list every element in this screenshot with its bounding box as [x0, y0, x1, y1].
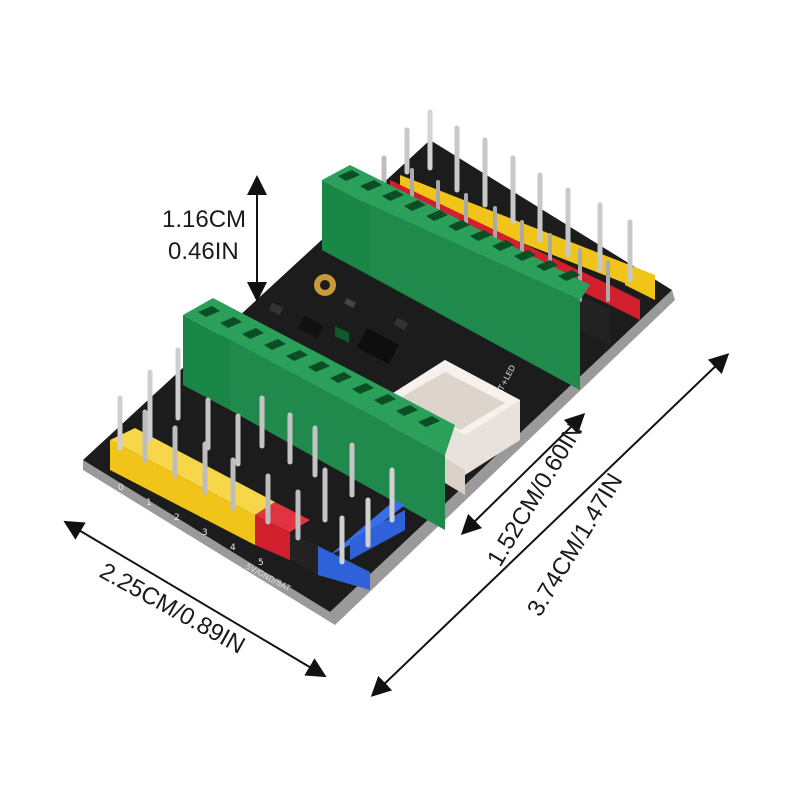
pin-label-2: 2 [174, 513, 180, 523]
green-header-back [322, 165, 590, 390]
pin-label-4: 4 [230, 543, 236, 553]
pin-label-1: 1 [146, 498, 152, 508]
pin-label-0: 0 [118, 483, 124, 493]
back-pins [381, 109, 633, 302]
height-cm-label: 1.16CM [162, 206, 246, 233]
dimension-height: 1.16CM 0.46IN [162, 175, 267, 302]
header-sockets-back [335, 326, 349, 343]
height-in-label: 0.46IN [168, 238, 239, 265]
depth-label: 2.25CM/0.89IN [95, 558, 249, 660]
pin-label-3: 3 [202, 528, 208, 538]
